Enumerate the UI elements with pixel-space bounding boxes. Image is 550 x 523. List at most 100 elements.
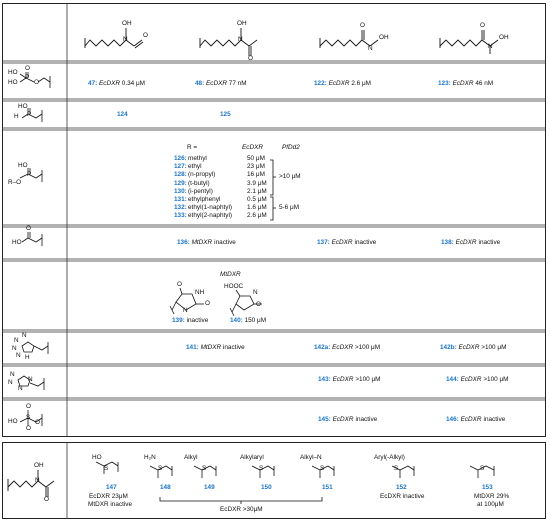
row2-cell-125: 125 <box>220 111 231 118</box>
row4-ho: HO <box>12 239 22 246</box>
row3-brackets <box>270 159 276 221</box>
bottom-struct-prefix: Alkyl <box>184 454 198 461</box>
bottom-struct-sulfur: S <box>394 465 399 472</box>
row3-item-num: 133: <box>174 212 187 220</box>
row6-cell-142b: 142b: EcDXR >100 μM <box>440 344 507 351</box>
row3-item-num: 126: <box>174 155 187 162</box>
row3-item-name: (i-pentyl) <box>188 187 213 195</box>
row1-cell-47: 47: EcDXR 0.34 μM <box>88 80 145 87</box>
row3-item-name: ethyl(1-naphtyl) <box>188 204 233 212</box>
row5-title: MtDXR <box>220 271 241 278</box>
row5-s139-o1: O <box>177 281 182 288</box>
row5-s139-o2: O <box>205 300 210 307</box>
row3-item-num: 129: <box>174 179 187 187</box>
bottom-struct-sulfur: S <box>480 465 485 472</box>
row3-p: P <box>27 171 32 178</box>
bottom-struct-number: 150 <box>261 484 272 491</box>
bottom-struct-number: 147 <box>106 484 117 491</box>
row3-bracket2: 5-6 μM <box>279 204 300 211</box>
row3-item-num: 132: <box>174 204 187 212</box>
row3-item-name: ethylphenyl <box>188 196 221 203</box>
header-1-n: N <box>123 36 128 43</box>
header-4-n: N <box>488 43 493 50</box>
row3-item-value: 0.5 μM <box>247 196 267 203</box>
row6-n1: N <box>14 337 19 344</box>
range-bracket <box>159 497 323 504</box>
row6-n4: N <box>22 332 27 339</box>
row8-o1: O <box>26 403 31 410</box>
header-3-n: N <box>368 45 373 52</box>
row7-n4: N <box>28 376 33 383</box>
header-1-oh: OH <box>122 20 132 27</box>
row2-ho: HO <box>18 103 28 110</box>
row1-ho2: HO <box>8 79 18 86</box>
bottom-struct-prefix: Alkyl–N <box>300 454 322 461</box>
row5-cell-140: 140: 150 μM <box>230 317 267 324</box>
header-2-oh: OH <box>237 20 247 27</box>
row6-n3: N <box>16 352 21 359</box>
row7-cell-144: 144: EcDXR >100 μM <box>446 376 509 383</box>
header-structures <box>84 28 499 56</box>
row5-s139-nh: NH <box>195 289 205 296</box>
row3-col-pf: PfDd2 <box>282 144 300 151</box>
bottom-struct-number: 153 <box>482 484 493 491</box>
row8-ho: HO <box>8 418 18 425</box>
bottom-152: EcDXR inactive <box>380 493 425 500</box>
row6-cell-141: 141: MtDXR inactive <box>186 344 245 351</box>
row1-p: P <box>25 74 30 81</box>
bottom-struct-sulfur: S <box>320 465 325 472</box>
row1-o1: O <box>25 65 30 72</box>
row3-col-ec: EcDXR <box>242 144 263 151</box>
row6-n2: N <box>12 345 17 352</box>
bottom-struct-prefix: Aryl(-Alkyl) <box>374 454 405 461</box>
row3-item-name: ethyl <box>188 163 202 171</box>
bottom-struct-number: 148 <box>160 484 171 491</box>
bottom-struct-sulfur: S <box>202 465 207 472</box>
bottom-struct-number: 151 <box>322 484 333 491</box>
bottom-struct-sulfur: S <box>104 465 109 472</box>
row3-item-value: 1.6 μM <box>247 204 267 212</box>
bottom-left-structure <box>7 470 55 497</box>
row5-s140-n: N <box>253 289 258 296</box>
row3-item-name: (t-butyl) <box>188 179 210 187</box>
row1-o2: O <box>34 79 39 86</box>
bottom-struct-prefix: Alkylaryl <box>240 454 264 461</box>
row2-p: P <box>27 111 32 118</box>
row3-bracket1: >10 μM <box>279 173 301 180</box>
header-4-oh: OH <box>499 34 509 41</box>
row3-item-name: ethyl(2-naphtyl) <box>188 212 233 220</box>
row7-n2: N <box>8 379 13 386</box>
header-2-o: O <box>248 55 253 62</box>
row-structures <box>17 72 51 426</box>
bottom-range: EcDXR >30μM <box>220 506 263 513</box>
bottom-struct-prefix: H₂N <box>144 454 156 461</box>
row5-s140-o: O <box>256 301 261 308</box>
row3-item-value: 2.1 μM <box>247 187 267 195</box>
main-table-frame <box>2 3 546 437</box>
row8-s: S <box>26 414 31 421</box>
row3-ho: HO <box>18 162 28 169</box>
row3-item-value: 16 μM <box>247 171 265 179</box>
row3-item-num: 128: <box>174 171 187 179</box>
row1-ho1: HO <box>8 69 18 76</box>
row3-r-label: R = <box>187 144 198 151</box>
bottom-struct-number: 152 <box>396 484 407 491</box>
header-4-o: O <box>480 22 485 29</box>
bottom-table-frame <box>2 442 546 519</box>
row3-item-num: 130: <box>174 187 187 195</box>
row5-s140-hooc: HOOC <box>224 283 244 290</box>
bottom-struct-sulfur: S <box>158 465 163 472</box>
row7-cell-143: 143: EcDXR >100 μM <box>318 376 381 383</box>
header-3-o: O <box>360 22 365 29</box>
row5-cell-139: 139: inactive <box>172 317 209 324</box>
row3-ro: R–O <box>8 179 22 186</box>
row3-item-name: (n-propyl) <box>188 171 216 179</box>
row7-n1: N <box>10 371 15 378</box>
bottom-147-a: EcDXR 23μM <box>89 493 128 500</box>
header-3-oh: OH <box>379 34 389 41</box>
bottom-struct-number: 149 <box>204 484 215 491</box>
